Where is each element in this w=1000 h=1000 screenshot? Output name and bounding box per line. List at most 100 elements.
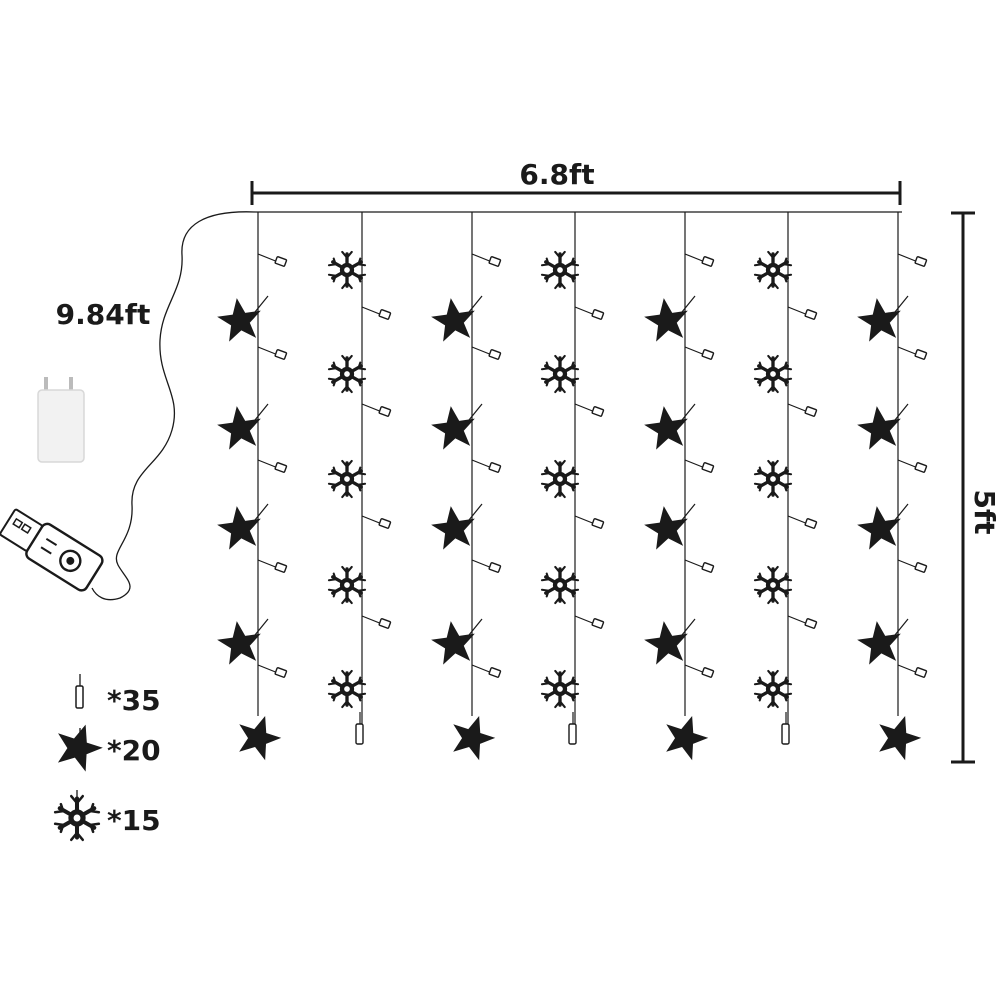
bulb-light (897, 346, 928, 361)
bulb-light (574, 403, 605, 418)
bulb-light (471, 459, 502, 474)
cable-length-label: 9.84ft (56, 298, 151, 331)
bulb-light (361, 515, 392, 530)
star-light (428, 403, 479, 451)
star-lead (681, 503, 696, 521)
bulb-light (257, 664, 288, 679)
height-dimension: 5ft (951, 211, 1000, 764)
bottom-star-light (445, 709, 501, 763)
width-label: 6.8ft (519, 158, 594, 191)
star-light (214, 295, 265, 343)
bulb-light (361, 403, 392, 418)
bulb-light (257, 559, 288, 574)
star-lead (894, 295, 909, 313)
star-lead (468, 295, 483, 313)
star-lead (681, 618, 696, 636)
power-adapter (37, 377, 85, 463)
snowflake-light (753, 669, 793, 709)
bulb-light (361, 306, 392, 321)
star-light (214, 503, 265, 551)
bulb-light (257, 346, 288, 361)
star-lead (254, 503, 269, 521)
star-lead (681, 403, 696, 421)
star-light (428, 618, 479, 666)
snowflake-light (753, 459, 793, 499)
legend-bulb-count: *35 (107, 684, 161, 717)
bulb-light (684, 664, 715, 679)
height-label: 5ft (968, 489, 1000, 534)
bulb-light (897, 459, 928, 474)
snowflake-light (327, 354, 367, 394)
usb-controller (0, 508, 104, 592)
star-lead (894, 503, 909, 521)
bottom-bulb-light (355, 723, 364, 745)
bulb-light (684, 459, 715, 474)
snowflake-light (540, 459, 580, 499)
snowflake-light (753, 354, 793, 394)
star-light (428, 503, 479, 551)
snowflake-light (327, 669, 367, 709)
star-lead (254, 295, 269, 313)
bulb-light (787, 306, 818, 321)
star-light (214, 618, 265, 666)
snowflake-light (327, 459, 367, 499)
star-light (854, 295, 905, 343)
bulb-light (574, 515, 605, 530)
snowflake-light (327, 250, 367, 290)
star-lead (894, 618, 909, 636)
bulb-light (257, 253, 288, 268)
star-light (854, 618, 905, 666)
bulb-light (787, 515, 818, 530)
snowflake-light (753, 565, 793, 605)
bulb-light (471, 253, 502, 268)
snowflake-light (540, 354, 580, 394)
bulb-light (684, 253, 715, 268)
bulb-light (471, 559, 502, 574)
snowflake-strand (327, 212, 392, 745)
bulb-light (574, 615, 605, 630)
star-lead (681, 295, 696, 313)
star-light (214, 403, 265, 451)
star-strand (214, 212, 288, 763)
bottom-star-light (231, 709, 287, 763)
snowflake-light (753, 250, 793, 290)
legend: *35 *20 *15 (49, 674, 161, 840)
star-lead (254, 403, 269, 421)
bulb-light (574, 306, 605, 321)
bulb-light (684, 346, 715, 361)
bottom-star-light (658, 709, 714, 763)
bulb-light (361, 615, 392, 630)
light-strands (214, 212, 928, 763)
star-light (641, 618, 692, 666)
bulb-light (787, 403, 818, 418)
star-lead (468, 403, 483, 421)
star-strand (641, 212, 715, 763)
star-light (854, 503, 905, 551)
star-lead (468, 618, 483, 636)
bulb-light (471, 346, 502, 361)
snowflake-strand (753, 212, 818, 745)
bulb-light (684, 559, 715, 574)
legend-star-count: *20 (107, 734, 161, 767)
bottom-bulb-light (568, 723, 577, 745)
bulb-light (897, 664, 928, 679)
star-lead (468, 503, 483, 521)
star-light (641, 295, 692, 343)
star-light (641, 403, 692, 451)
legend-snowflake-icon (55, 790, 99, 840)
star-lead (894, 403, 909, 421)
snowflake-light (540, 669, 580, 709)
bulb-light (471, 664, 502, 679)
bulb-light (257, 459, 288, 474)
legend-snowflake-count: *15 (107, 804, 161, 837)
star-light (641, 503, 692, 551)
star-light (854, 403, 905, 451)
snowflake-light (327, 565, 367, 605)
snowflake-light (540, 565, 580, 605)
star-strand (428, 212, 502, 763)
bottom-bulb-light (781, 723, 790, 745)
legend-bulb-icon (75, 674, 84, 709)
snowflake-strand (540, 212, 605, 745)
star-lead (254, 618, 269, 636)
